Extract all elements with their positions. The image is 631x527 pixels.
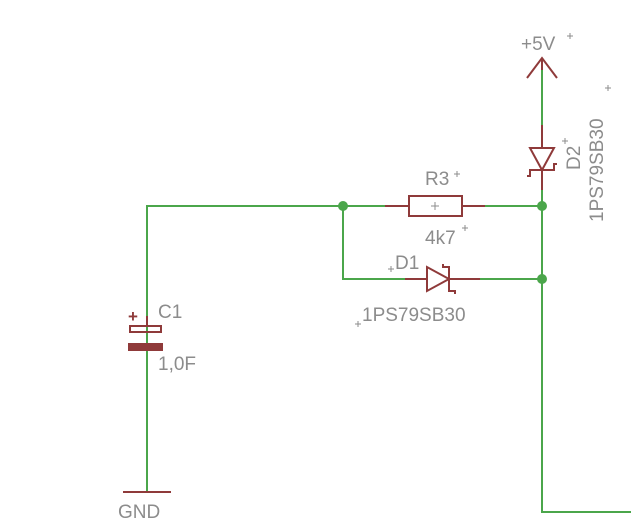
c1-name-label: C1 [158, 302, 182, 323]
c1-positive-plate [129, 325, 162, 333]
c1-polarity-mark: + [128, 307, 138, 326]
junction-dot [338, 201, 348, 211]
ground-label: GND [118, 502, 160, 523]
supply-label: +5V [521, 34, 556, 55]
wires [146, 70, 631, 513]
origin-cross-icon [454, 171, 468, 231]
resistor-r3[interactable]: R3 4k7 [385, 169, 485, 249]
capacitor-c1[interactable]: + C1 1,0F [128, 302, 196, 375]
d2-name-label: D2 [564, 146, 585, 170]
d2-value-label: 1PS79SB30 [587, 118, 608, 222]
d1-value-label: 1PS79SB30 [362, 305, 466, 326]
d2-anode-triangle-icon [528, 147, 556, 173]
junction-dot [537, 201, 547, 211]
junctions [338, 201, 547, 284]
d1-name-label: D1 [395, 253, 419, 274]
origin-cross-icon [567, 33, 573, 39]
wire-d1-left[interactable] [342, 206, 405, 280]
junction-dot [537, 274, 547, 284]
origin-cross-icon [562, 85, 611, 144]
wire-left-top[interactable] [146, 205, 343, 492]
wire-right-down[interactable] [541, 206, 631, 513]
r3-value-label: 4k7 [425, 228, 456, 249]
r3-name-label: R3 [425, 169, 449, 190]
d1-anode-triangle-icon [426, 265, 452, 293]
c1-value-label: 1,0F [158, 354, 196, 375]
supply-symbol[interactable]: +5V [521, 33, 573, 79]
origin-cross-icon [431, 202, 439, 210]
diode-d2[interactable]: D2 1PS79SB30 [527, 85, 611, 222]
ground-symbol[interactable]: GND [118, 491, 171, 523]
origin-cross-icon [355, 266, 394, 327]
c1-negative-plate [128, 343, 163, 351]
diode-d1[interactable]: D1 1PS79SB30 [355, 253, 480, 327]
